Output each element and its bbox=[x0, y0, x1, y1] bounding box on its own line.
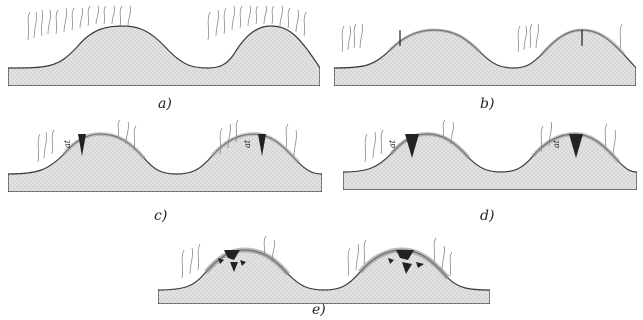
mound-diagram-b bbox=[334, 6, 636, 86]
panel-e bbox=[158, 230, 490, 304]
grass-left bbox=[342, 24, 363, 52]
crack-label-right: at bbox=[552, 139, 561, 148]
crack-label-right: at bbox=[243, 139, 252, 148]
caption-c: c) bbox=[154, 208, 167, 224]
mound-diagram-d: at at bbox=[343, 118, 637, 190]
mound-diagram-a bbox=[8, 6, 320, 86]
caption-d: d) bbox=[480, 208, 494, 224]
panel-d: at at bbox=[343, 118, 637, 190]
caption-b: b) bbox=[480, 96, 494, 112]
crack-label-left: at bbox=[388, 139, 397, 148]
caption-a: a) bbox=[158, 96, 172, 112]
ground-profile bbox=[334, 30, 636, 86]
mound-diagram-c: at at bbox=[8, 118, 322, 192]
panel-a bbox=[8, 6, 320, 86]
crack-label-left: at bbox=[63, 139, 72, 148]
panel-b bbox=[334, 6, 636, 86]
caption-e: e) bbox=[312, 302, 326, 318]
ground-profile bbox=[8, 26, 320, 86]
panel-c: at at bbox=[8, 118, 322, 192]
mound-diagram-e bbox=[158, 230, 490, 304]
ground-profile bbox=[158, 250, 490, 304]
